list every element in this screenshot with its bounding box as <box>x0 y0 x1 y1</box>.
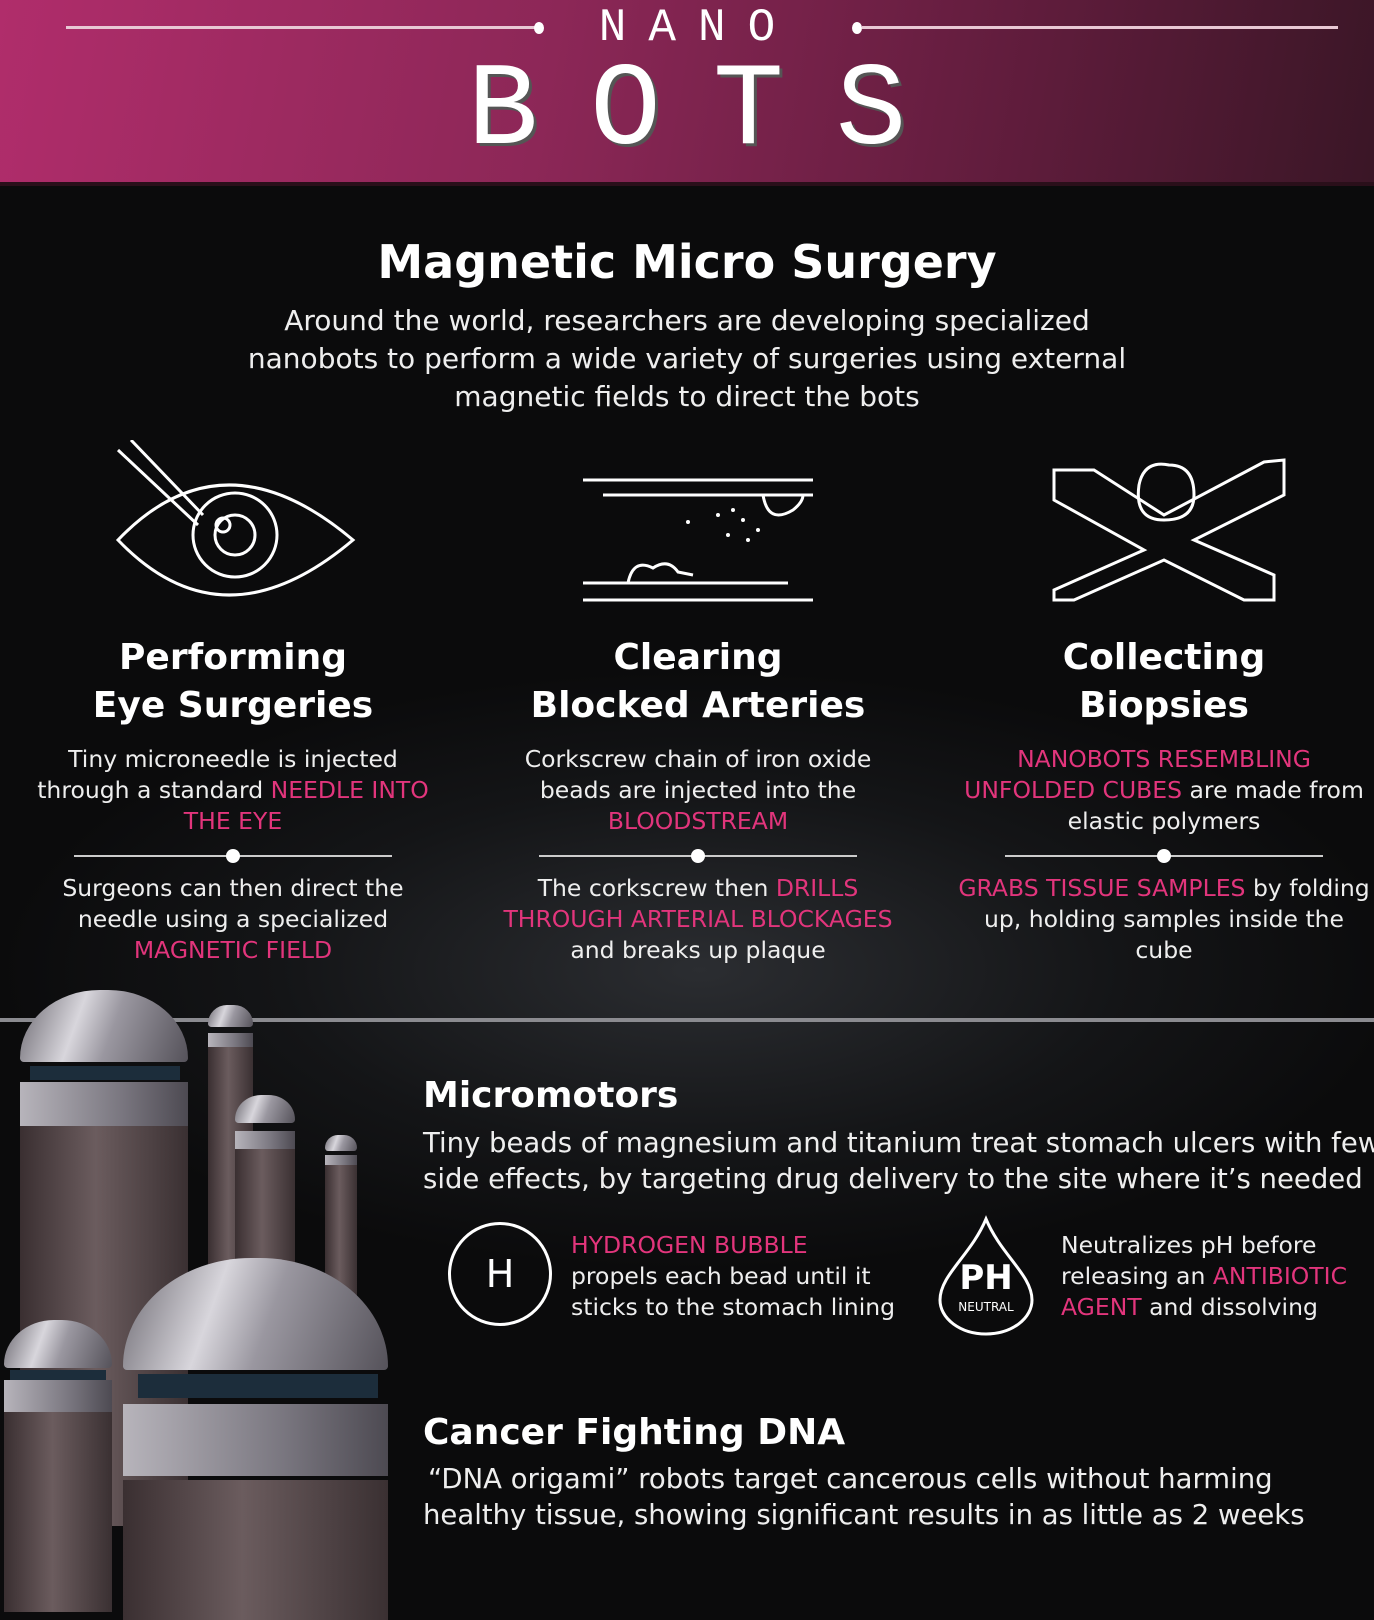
header-rule-right <box>862 26 1338 29</box>
divider <box>74 849 392 863</box>
highlight-text: NANOBOTS RESEMBLING UNFOLDED CUBES <box>964 745 1311 804</box>
column-desc-top: Tiny microneedle is injected through a s… <box>23 744 443 837</box>
body-text: are made from elastic polymers <box>1067 776 1364 835</box>
body-text: and breaks up plaque <box>570 936 826 964</box>
micromotors-heading: Micromotors <box>423 1075 679 1116</box>
header-banner: NANO BOTS <box>0 0 1374 186</box>
column-heading: Performing <box>119 637 347 678</box>
body-text: by folding up, holding samples inside th… <box>983 874 1370 964</box>
divider <box>1005 849 1323 863</box>
nanobot-robot-icon <box>4 1320 114 1620</box>
header-dot <box>852 22 862 34</box>
body-text: and dissolving <box>1141 1293 1318 1321</box>
divider <box>539 849 857 863</box>
column-desc-top: NANOBOTS RESEMBLING UNFOLDED CUBES are m… <box>954 744 1374 837</box>
hydrogen-icon-label: H <box>485 1252 515 1296</box>
body-text: The corkscrew then <box>537 874 776 902</box>
cancer-heading: Cancer Fighting DNA <box>423 1412 846 1453</box>
body-text: Surgeons can then direct the needle usin… <box>62 874 404 933</box>
artery-icon <box>583 478 813 602</box>
micromotors-text: side effects, by targeting drug delivery… <box>423 1163 1363 1195</box>
header-kicker: NANO <box>598 2 798 54</box>
section-intro: Around the world, researchers are develo… <box>247 304 1127 413</box>
highlight-text: BLOODSTREAM <box>607 807 789 835</box>
column-desc-top: Corkscrew chain of iron oxide beads are … <box>488 744 908 837</box>
body-text: Corkscrew chain of iron oxide beads are … <box>524 745 872 804</box>
highlight-text: GRABS TISSUE SAMPLES <box>958 874 1246 902</box>
column-heading: Collecting <box>1062 637 1266 678</box>
column-desc-bottom: GRABS TISSUE SAMPLES by folding up, hold… <box>954 873 1374 966</box>
micromotors-text: Tiny beads of magnesium and titanium tre… <box>423 1127 1374 1159</box>
highlight-text: ANTIBIOTIC AGENT <box>1061 1262 1347 1321</box>
main-content: Magnetic Micro Surgery Around the world,… <box>0 190 1374 1620</box>
header-title: BOTS <box>467 46 959 179</box>
highlight-text: NEEDLE INTO THE EYE <box>183 776 429 835</box>
cancer-text: “DNA origami” robots target cancerous ce… <box>428 1463 1273 1495</box>
feature-hydrogen: HYDROGEN BUBBLE propels each bead until … <box>571 1230 895 1323</box>
feature-ph: Neutralizes pH before releasing an ANTIB… <box>1061 1230 1347 1323</box>
column-desc-bottom: The corkscrew then DRILLS THROUGH ARTERI… <box>488 873 908 966</box>
column-heading: Eye Surgeries <box>92 685 374 726</box>
column-heading: Clearing <box>613 637 783 678</box>
eye-needle-icon <box>115 440 356 597</box>
body-text: propels each bead until it sticks to the… <box>571 1262 896 1321</box>
highlight-text: MAGNETIC FIELD <box>133 936 333 964</box>
hydrogen-icon: H <box>448 1222 552 1326</box>
section-separator <box>0 1018 1374 1022</box>
ph-drop-icon <box>938 1215 1034 1336</box>
cancer-text: healthy tissue, showing significant resu… <box>423 1499 1305 1531</box>
ph-icon-label: PH <box>959 1258 1013 1298</box>
header-rule-left <box>66 26 536 29</box>
highlight-text: HYDROGEN BUBBLE <box>571 1231 808 1259</box>
section-title: Magnetic Micro Surgery <box>377 235 997 289</box>
body-text: Neutralizes pH before releasing an <box>1061 1231 1317 1290</box>
column-desc-bottom: Surgeons can then direct the needle usin… <box>23 873 443 966</box>
highlight-text: DRILLS THROUGH ARTERIAL BLOCKAGES <box>503 874 893 933</box>
nanobot-robot-icon <box>123 1258 388 1620</box>
column-heading: Blocked Arteries <box>530 685 866 726</box>
ph-icon-sublabel: NEUTRAL <box>958 1300 1014 1314</box>
header-dot <box>534 22 544 34</box>
unfolded-cube-icon <box>1052 458 1286 602</box>
column-heading: Biopsies <box>1079 685 1249 726</box>
body-text: Tiny microneedle is injected through a s… <box>37 745 398 804</box>
